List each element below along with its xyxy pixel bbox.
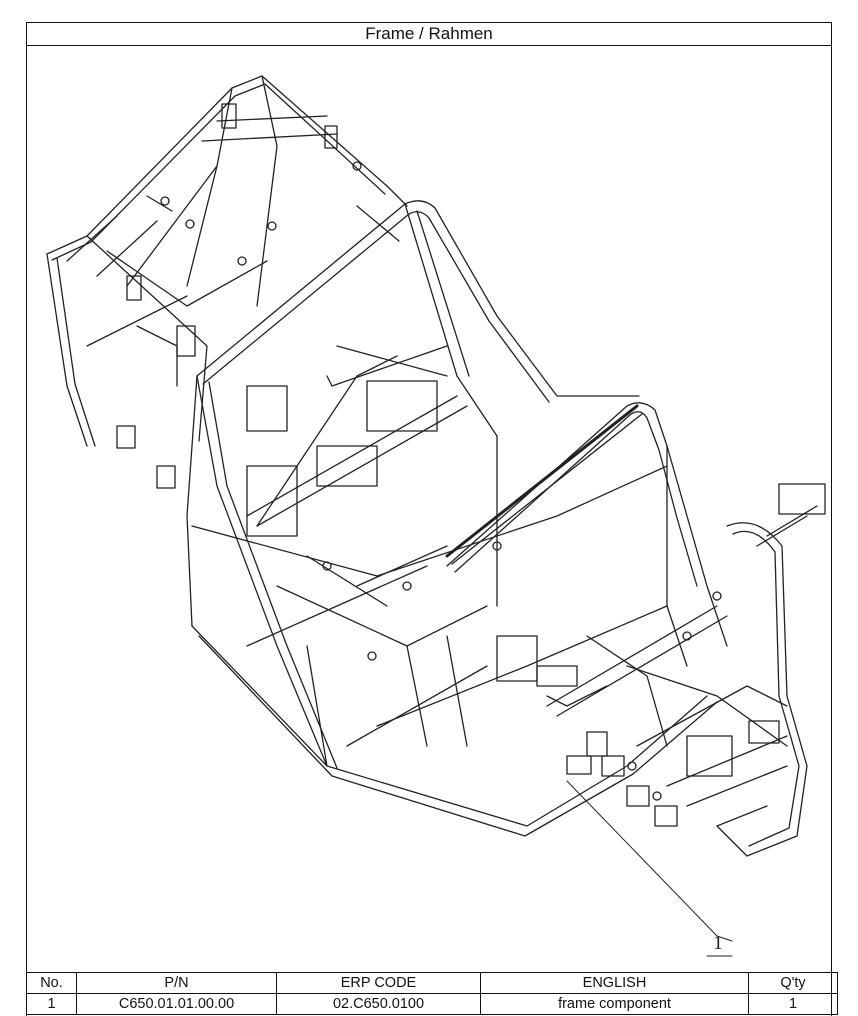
roll-cage <box>186 200 640 769</box>
table-header-row: No. P/N ERP CODE ENGLISH Q'ty <box>26 972 838 994</box>
header-qty: Q'ty <box>748 972 838 994</box>
header-pn: P/N <box>76 972 277 994</box>
frame-illustration: 1 <box>46 75 826 957</box>
cell-erp-code: 02.C650.0100 <box>276 993 481 1015</box>
header-no: No. <box>26 972 77 994</box>
drawing-sheet: Frame / Rahmen <box>26 22 838 1016</box>
header-erp-code: ERP CODE <box>276 972 481 994</box>
floor-pan <box>191 380 718 837</box>
cell-pn: C650.01.01.00.00 <box>76 993 277 1015</box>
callout-leader <box>566 780 733 957</box>
cell-qty: 1 <box>748 993 838 1015</box>
header-english: ENGLISH <box>480 972 749 994</box>
page-title: Frame / Rahmen <box>27 23 831 46</box>
cell-english: frame component <box>480 993 749 1015</box>
parts-table: No. P/N ERP CODE ENGLISH Q'ty 1 C650.01.… <box>26 972 838 1015</box>
seat-rail <box>445 404 643 565</box>
table-row: 1 C650.01.01.00.00 02.C650.0100 frame co… <box>26 993 838 1015</box>
rear-frame-section <box>46 75 408 489</box>
cell-no: 1 <box>26 993 77 1015</box>
frame-drawing: 1 <box>27 46 831 994</box>
front-frame-section <box>446 402 826 857</box>
callout-label: 1 <box>713 932 723 954</box>
